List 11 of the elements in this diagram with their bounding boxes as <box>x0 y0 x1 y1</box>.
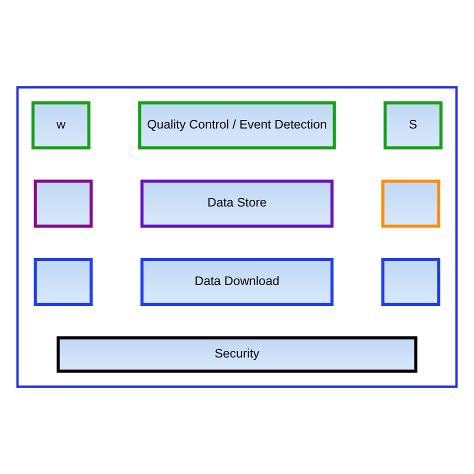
node-box: Data Download <box>140 258 334 306</box>
node-box <box>381 258 440 306</box>
node-box: Security <box>56 336 418 373</box>
node-box: Quality Control / Event Detection <box>138 101 336 150</box>
node-box <box>381 180 440 228</box>
node-box <box>34 258 93 306</box>
cluster <box>16 86 458 388</box>
node-box: Data Store <box>140 180 334 228</box>
node-box: S <box>384 101 443 150</box>
node-box: w <box>31 101 90 150</box>
node-box <box>34 180 93 228</box>
